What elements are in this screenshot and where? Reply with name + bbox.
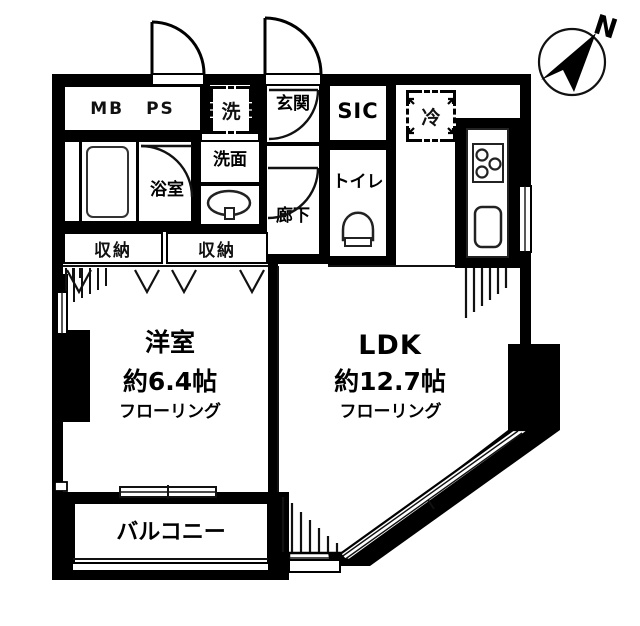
room-washroom-lower [199, 184, 261, 226]
curtain-hatch-kitchen [464, 268, 508, 318]
closet-label-left: 収納 [94, 240, 132, 261]
room-washroom [199, 140, 261, 184]
wall-bath-right [192, 132, 202, 232]
door-swing-top-left-icon [150, 20, 206, 75]
diagonal-exterior-wall [330, 430, 560, 566]
wall-balcony-bottom [63, 570, 289, 580]
compass-needle-icon [541, 33, 596, 92]
appliance-label-washer: 洗 [221, 100, 241, 123]
diagonal-wall-bottom-edge [288, 559, 341, 573]
curtain-hatch-bedroom-left [65, 268, 81, 280]
room-label-balcony: バルコニー [116, 520, 226, 545]
wall-entrance-right [318, 84, 328, 144]
wall-kitchen-counter-right [508, 118, 520, 268]
wall-top-mid [205, 74, 267, 85]
wall-kitchen-left [455, 118, 466, 266]
room-sic [328, 84, 388, 142]
wall-balcony-left [63, 492, 73, 580]
diagonal-sliding-window [333, 428, 533, 562]
shaft-label-mb: MB [90, 98, 125, 119]
shaft-label-ps: PS [146, 98, 175, 119]
wall-entrance-left [258, 84, 268, 144]
wall-bath-inner-divider2 [79, 140, 82, 223]
door-swing-top-right-icon [263, 16, 323, 75]
shaft-mb-ps-box: MB PS [63, 85, 202, 132]
wall-left-outer-lower [52, 420, 63, 580]
appliance-label-fridge: 冷 [421, 106, 441, 129]
room-label-bath: 浴室 [150, 180, 184, 200]
wall-top-right [313, 74, 531, 85]
room-label-bedroom: 洋室 [144, 328, 195, 357]
wall-kitchen-top [455, 118, 531, 128]
closet-folding-door-indicators [66, 269, 265, 295]
closet-left-box: 収納 [63, 232, 163, 264]
room-label-ldk: LDK [358, 330, 422, 361]
wall-mb-ps-bottom [63, 132, 202, 142]
room-balcony [73, 502, 269, 564]
wall-top-left [52, 74, 158, 85]
wall-left-bumpout [52, 330, 90, 422]
room-label-corridor: 廊下 [276, 206, 310, 226]
wall-sic-right [386, 84, 396, 266]
room-corridor [265, 144, 321, 256]
room-label-entrance: 玄関 [276, 94, 310, 114]
closet-door-hatch-lines [65, 268, 107, 306]
wall-toilet-bottom [328, 256, 396, 266]
room-flooring-ldk: フローリング [339, 402, 442, 422]
window-bedroom-left [58, 292, 66, 336]
wall-right-pier [508, 344, 560, 430]
wall-corridor-left [258, 142, 268, 264]
room-flooring-bedroom: フローリング [119, 402, 221, 422]
room-area-bedroom: 約6.4帖 [122, 367, 218, 396]
wall-washroom-bottom [192, 222, 268, 232]
closet-label-right: 収納 [198, 240, 236, 261]
room-label-washroom: 洗面 [213, 150, 247, 170]
diagonal-wall-endcap-left [328, 552, 352, 566]
wall-corridor-bottom [258, 254, 328, 264]
wall-washer-right [250, 84, 259, 134]
room-toilet [328, 148, 388, 258]
room-label-sic: SIC [337, 99, 379, 123]
kitchen-stove [472, 143, 504, 183]
wall-bath-inner-divider [136, 140, 139, 223]
room-label-toilet: トイレ [332, 172, 384, 192]
curtain-hatch-ldk-bottom [281, 497, 339, 552]
appliance-washer-space: 洗 [210, 86, 252, 134]
wall-washer-left [202, 84, 210, 134]
wall-right-outer-upper [520, 74, 531, 134]
compass-circle-icon [537, 27, 607, 97]
wall-waterblock-bottom [52, 222, 202, 232]
compass-north-label: N [590, 9, 621, 45]
wall-kitchen-bottom [455, 258, 521, 268]
room-area-ldk: 約12.7帖 [334, 367, 446, 396]
appliance-fridge-space: 冷 [406, 90, 456, 142]
closet-right-box: 収納 [166, 232, 268, 264]
wall-right-kitchen-outer [520, 120, 531, 345]
wall-left-outer [52, 74, 63, 274]
wall-balcony-right [268, 492, 289, 580]
door-leaf-top-left [151, 73, 205, 86]
bathtub-fixture [86, 146, 129, 218]
wall-washroom-left [192, 132, 202, 154]
wall-entrance-top-left-stub [202, 74, 210, 88]
wall-bedroom-bottom [63, 492, 278, 502]
wall-corridor-right [318, 142, 328, 264]
compass-rose: N [537, 9, 621, 97]
window-ldk-bottom [287, 551, 363, 566]
wall-sic-bottom [328, 140, 386, 148]
room-entrance [265, 84, 321, 144]
wall-bedroom-ldk-divider [268, 262, 278, 497]
